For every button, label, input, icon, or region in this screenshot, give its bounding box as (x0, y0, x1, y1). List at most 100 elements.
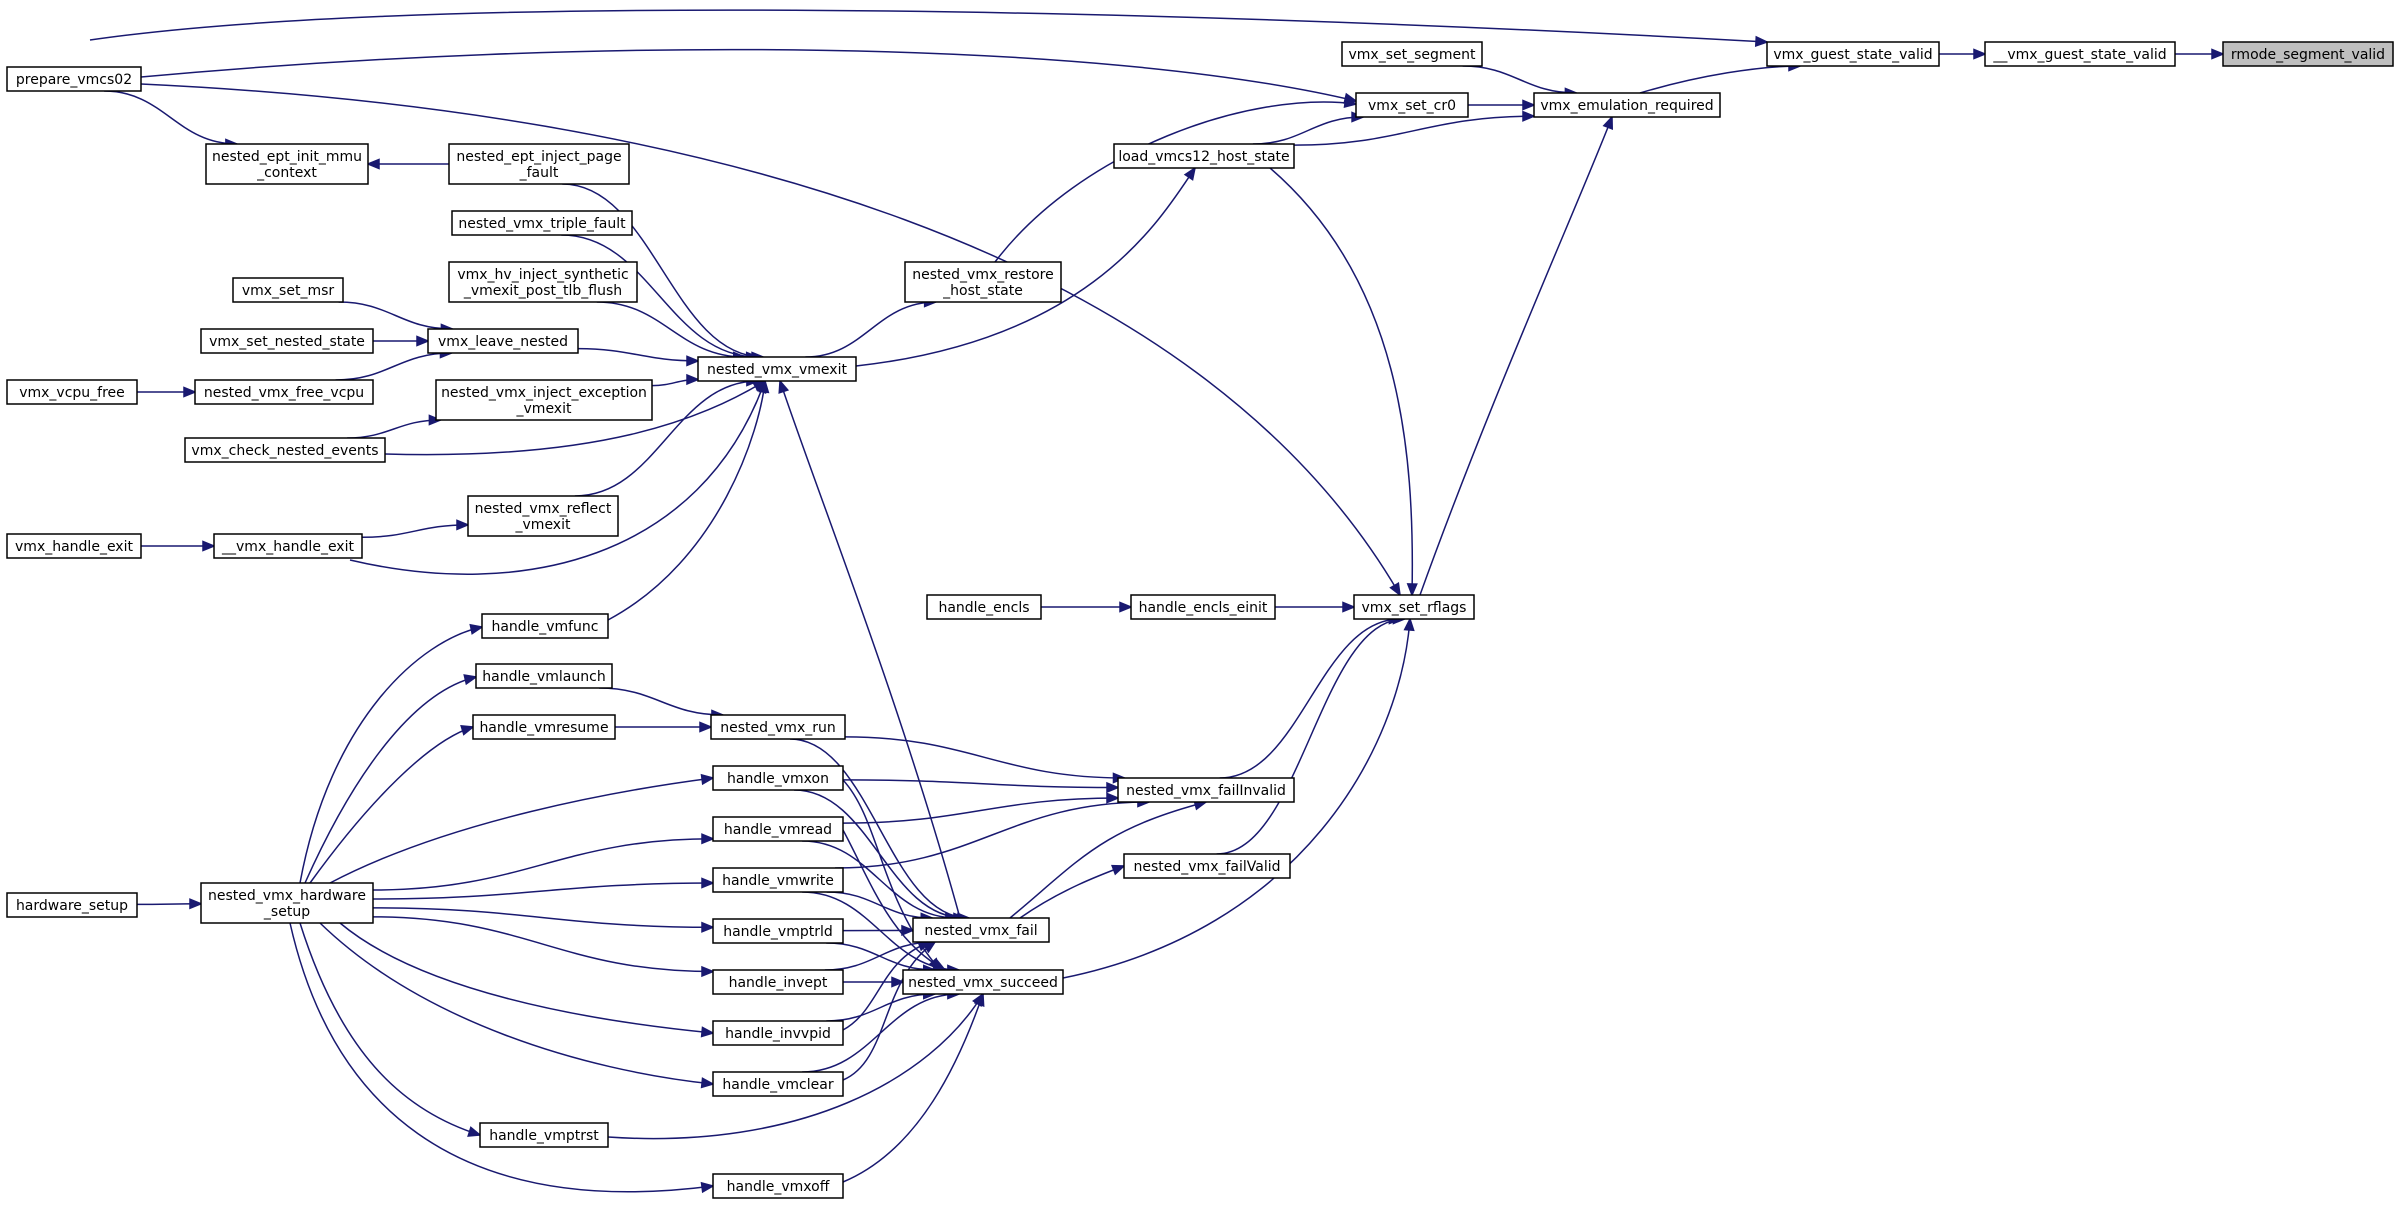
node-box[interactable] (902, 969, 1064, 995)
node-vmx_emulation_required[interactable]: vmx_emulation_required (1533, 92, 1721, 118)
node-box[interactable] (448, 261, 638, 303)
node-nested_vmx_triple_fault[interactable]: nested_vmx_triple_fault (451, 210, 633, 236)
node-box[interactable] (712, 1173, 844, 1199)
node-box[interactable] (912, 917, 1050, 943)
node-nested_vmx_vmexit[interactable]: nested_vmx_vmexit (697, 356, 857, 382)
node-box[interactable] (6, 892, 138, 918)
node-vmx_set_segment[interactable]: vmx_set_segment (1341, 41, 1483, 67)
node-box[interactable] (697, 356, 857, 382)
arrowhead-icon (1343, 96, 1358, 109)
node-box[interactable] (6, 66, 142, 92)
node-handle_vmxoff[interactable]: handle_vmxoff (712, 1173, 844, 1199)
node-vmx_leave_nested[interactable]: vmx_leave_nested (427, 328, 579, 354)
node-nested_vmx_failInvalid[interactable]: nested_vmx_failInvalid (1117, 777, 1295, 803)
node-box[interactable] (1355, 92, 1469, 118)
node-box[interactable] (194, 379, 374, 405)
node-handle_encls[interactable]: handle_encls (926, 594, 1042, 620)
node-box[interactable] (200, 882, 374, 924)
arrowhead-icon (701, 921, 715, 933)
node-nested_vmx_run[interactable]: nested_vmx_run (710, 714, 846, 740)
node-rmode_segment_valid[interactable]: rmode_segment_valid (2222, 41, 2394, 67)
node-vmx_set_msr[interactable]: vmx_set_msr (232, 277, 344, 303)
node-box[interactable] (712, 1071, 844, 1097)
node-box[interactable] (904, 261, 1062, 303)
node-handle_vmlaunch[interactable]: handle_vmlaunch (475, 663, 613, 689)
node-box[interactable] (1533, 92, 1721, 118)
edge-line (599, 687, 723, 716)
node-nested_ept_init_mmu_context[interactable]: nested_ept_init_mmu_context (205, 143, 369, 185)
node-nested_vmx_reflect_vmexit[interactable]: nested_vmx_reflect_vmexit (467, 495, 619, 537)
node-nested_vmx_inject_exception_vmexit[interactable]: nested_vmx_inject_exception_vmexit (435, 379, 653, 421)
node-box[interactable] (6, 533, 142, 559)
node-box[interactable] (712, 867, 844, 893)
node-__vmx_guest_state_valid[interactable]: __vmx_guest_state_valid (1984, 41, 2176, 67)
node-box[interactable] (232, 277, 344, 303)
node-vmx_vcpu_free[interactable]: vmx_vcpu_free (6, 379, 138, 405)
node-box[interactable] (712, 969, 844, 995)
node-box[interactable] (472, 714, 616, 740)
node-box[interactable] (467, 495, 619, 537)
node-nested_vmx_fail[interactable]: nested_vmx_fail (912, 917, 1050, 943)
node-nested_vmx_failValid[interactable]: nested_vmx_failValid (1123, 853, 1291, 879)
node-hardware_setup[interactable]: hardware_setup (6, 892, 138, 918)
node-box[interactable] (1113, 143, 1295, 169)
node-box[interactable] (1123, 853, 1291, 879)
node-box[interactable] (435, 379, 653, 421)
node-box[interactable] (1353, 594, 1475, 620)
node-vmx_handle_exit[interactable]: vmx_handle_exit (6, 533, 142, 559)
edge-handle_vmxon-to-nested_vmx_failInvalid (842, 779, 1120, 794)
node-box[interactable] (712, 816, 844, 842)
node-handle_invept[interactable]: handle_invept (712, 969, 844, 995)
node-nested_vmx_free_vcpu[interactable]: nested_vmx_free_vcpu (194, 379, 374, 405)
node-__vmx_handle_exit[interactable]: __vmx_handle_exit (213, 533, 363, 559)
node-handle_vmptrld[interactable]: handle_vmptrld (712, 918, 844, 944)
node-vmx_set_cr0[interactable]: vmx_set_cr0 (1355, 92, 1469, 118)
node-label: vmx_emulation_required (1540, 98, 1713, 114)
node-box[interactable] (427, 328, 579, 354)
node-label: nested_vmx_failInvalid (1126, 783, 1286, 799)
arrowhead-icon (428, 414, 443, 426)
edge-line (994, 101, 1357, 263)
node-box[interactable] (1117, 777, 1295, 803)
node-handle_vmresume[interactable]: handle_vmresume (472, 714, 616, 740)
node-box[interactable] (712, 765, 844, 791)
node-nested_vmx_hardware_setup[interactable]: nested_vmx_hardware_setup (200, 882, 374, 924)
node-box[interactable] (184, 437, 386, 463)
node-box[interactable] (205, 143, 369, 185)
node-box[interactable] (479, 1122, 609, 1148)
node-vmx_set_nested_state[interactable]: vmx_set_nested_state (200, 328, 374, 354)
node-prepare_vmcs02[interactable]: prepare_vmcs02 (6, 66, 142, 92)
node-handle_vmptrst[interactable]: handle_vmptrst (479, 1122, 609, 1148)
node-box[interactable] (6, 379, 138, 405)
node-box[interactable] (712, 1020, 844, 1046)
node-nested_ept_inject_page_fault[interactable]: nested_ept_inject_page_fault (448, 143, 630, 185)
node-nested_vmx_restore_host_state[interactable]: nested_vmx_restore_host_state (904, 261, 1062, 303)
node-handle_invvpid[interactable]: handle_invvpid (712, 1020, 844, 1046)
node-box[interactable] (200, 328, 374, 354)
node-vmx_set_rflags[interactable]: vmx_set_rflags (1353, 594, 1475, 620)
node-box[interactable] (712, 918, 844, 944)
node-box[interactable] (448, 143, 630, 185)
node-handle_vmwrite[interactable]: handle_vmwrite (712, 867, 844, 893)
node-handle_encls_einit[interactable]: handle_encls_einit (1130, 594, 1276, 620)
node-handle_vmxon[interactable]: handle_vmxon (712, 765, 844, 791)
node-handle_vmread[interactable]: handle_vmread (712, 816, 844, 842)
node-box[interactable] (710, 714, 846, 740)
node-box[interactable] (1130, 594, 1276, 620)
node-box[interactable] (451, 210, 633, 236)
node-load_vmcs12_host_state[interactable]: load_vmcs12_host_state (1113, 143, 1295, 169)
node-box[interactable] (1341, 41, 1483, 67)
node-box[interactable] (1766, 41, 1940, 67)
node-vmx_hv_inject_synthetic[interactable]: vmx_hv_inject_synthetic_vmexit_post_tlb_… (448, 261, 638, 303)
node-box[interactable] (213, 533, 363, 559)
node-box[interactable] (2222, 41, 2394, 67)
node-vmx_guest_state_valid[interactable]: vmx_guest_state_valid (1766, 41, 1940, 67)
node-box[interactable] (1984, 41, 2176, 67)
node-box[interactable] (926, 594, 1042, 620)
node-nested_vmx_succeed[interactable]: nested_vmx_succeed (902, 969, 1064, 995)
node-handle_vmclear[interactable]: handle_vmclear (712, 1071, 844, 1097)
node-vmx_check_nested_events[interactable]: vmx_check_nested_events (184, 437, 386, 463)
node-box[interactable] (481, 613, 609, 639)
node-box[interactable] (475, 663, 613, 689)
node-handle_vmfunc[interactable]: handle_vmfunc (481, 613, 609, 639)
